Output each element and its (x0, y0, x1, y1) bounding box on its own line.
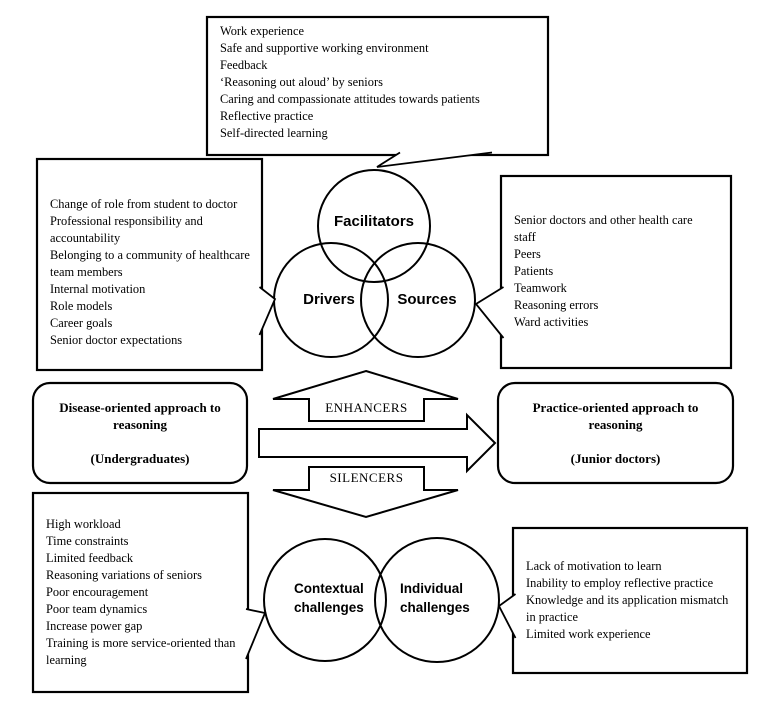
enhancers-up-arrow (272, 369, 459, 422)
sources-circle (360, 242, 476, 358)
list-line: in practice (526, 610, 578, 624)
list-line: Teamwork (514, 281, 567, 295)
list-line: Caring and compassionate attitudes towar… (220, 92, 480, 106)
list-line: Increase power gap (46, 619, 143, 633)
list-line: Ward activities (514, 315, 589, 329)
list-line: Poor team dynamics (46, 602, 148, 616)
list-line: Patients (514, 264, 554, 278)
list-line: Safe and supportive working environment (220, 41, 429, 55)
label-line: challenges (400, 600, 470, 615)
list-line: Self-directed learning (220, 126, 328, 140)
facilitators-list: Work experience Safe and supportive work… (220, 23, 480, 142)
list-line: Time constraints (46, 534, 129, 548)
list-line: team members (50, 265, 123, 279)
list-line: Training is more service-oriented than (46, 636, 236, 650)
label-line: Contextual (294, 581, 364, 596)
facilitators-circle-label: Facilitators (333, 213, 415, 230)
enhancers-arrow-label: ENHANCERS (325, 400, 408, 415)
label-line: challenges (294, 600, 364, 615)
list-line: learning (46, 653, 87, 667)
list-line: Role models (50, 299, 113, 313)
drivers-callout-pointer (258, 286, 277, 336)
sources-callout-pointer (474, 286, 505, 339)
list-line: Senior doctors and other health care (514, 213, 693, 227)
junior-doctors-box-subtitle: (Junior doctors) (570, 451, 661, 466)
junior-doctors-box-title: Practice-oriented approach to reasoning (532, 400, 699, 432)
individual-challenges-circle (374, 537, 500, 663)
list-line: staff (514, 230, 536, 244)
sources-callout-box (499, 174, 733, 370)
drivers-list: Change of role from student to doctor Pr… (50, 196, 250, 349)
transition-right-arrow (258, 412, 497, 474)
list-line: Professional responsibility and (50, 214, 203, 228)
undergraduates-box-title: Disease-oriented approach to reasoning (59, 400, 221, 432)
contextual-circle-label: Contextual challenges (294, 579, 364, 617)
list-line: Lack of motivation to learn (526, 559, 662, 573)
individual-callout-pointer (497, 593, 517, 639)
list-line: Inability to employ reflective practice (526, 576, 714, 590)
list-line: Career goals (50, 316, 113, 330)
contextual-challenges-callout-box (31, 491, 250, 694)
list-line: Belonging to a community of healthcare (50, 248, 250, 262)
individual-circle-label: Individual challenges (400, 579, 470, 617)
undergraduates-box-text: Disease-oriented approach to reasoning (… (33, 383, 247, 483)
list-line: Senior doctor expectations (50, 333, 183, 347)
list-line: ‘Reasoning out aloud’ by seniors (220, 75, 383, 89)
drivers-circle-label: Drivers (303, 291, 355, 308)
contextual-challenges-circle (263, 538, 387, 662)
list-line: Feedback (220, 58, 268, 72)
silencers-down-arrow (272, 466, 459, 519)
individual-challenges-list: Lack of motivation to learn Inability to… (526, 558, 728, 643)
list-line: accountability (50, 231, 121, 245)
list-line: Peers (514, 247, 541, 261)
list-line: Reasoning variations of seniors (46, 568, 202, 582)
facilitators-callout-box (205, 15, 550, 157)
facilitators-callout-pointer (376, 151, 493, 168)
list-line: High workload (46, 517, 121, 531)
silencers-arrow-label: SILENCERS (329, 470, 404, 485)
drivers-callout-box (35, 157, 264, 372)
list-line: Change of role from student to doctor (50, 197, 238, 211)
junior-doctors-box (496, 381, 735, 485)
facilitators-circle (317, 169, 431, 283)
list-line: Poor encouragement (46, 585, 149, 599)
sources-list: Senior doctors and other health care sta… (514, 212, 693, 331)
list-line: Limited feedback (46, 551, 134, 565)
list-line: Work experience (220, 24, 304, 38)
list-line: Reflective practice (220, 109, 314, 123)
contextual-challenges-list: High workload Time constraints Limited f… (46, 516, 235, 669)
contextual-callout-pointer (245, 608, 267, 660)
label-line: Individual (400, 581, 464, 596)
list-line: Limited work experience (526, 627, 651, 641)
junior-doctors-box-text: Practice-oriented approach to reasoning … (498, 383, 733, 483)
list-line: Reasoning errors (514, 298, 599, 312)
list-line: Internal motivation (50, 282, 146, 296)
list-line: Knowledge and its application mismatch (526, 593, 729, 607)
individual-challenges-callout-box (511, 526, 749, 675)
sources-circle-label: Sources (397, 291, 457, 308)
undergraduates-box (31, 381, 249, 485)
undergraduates-box-subtitle: (Undergraduates) (90, 451, 190, 466)
